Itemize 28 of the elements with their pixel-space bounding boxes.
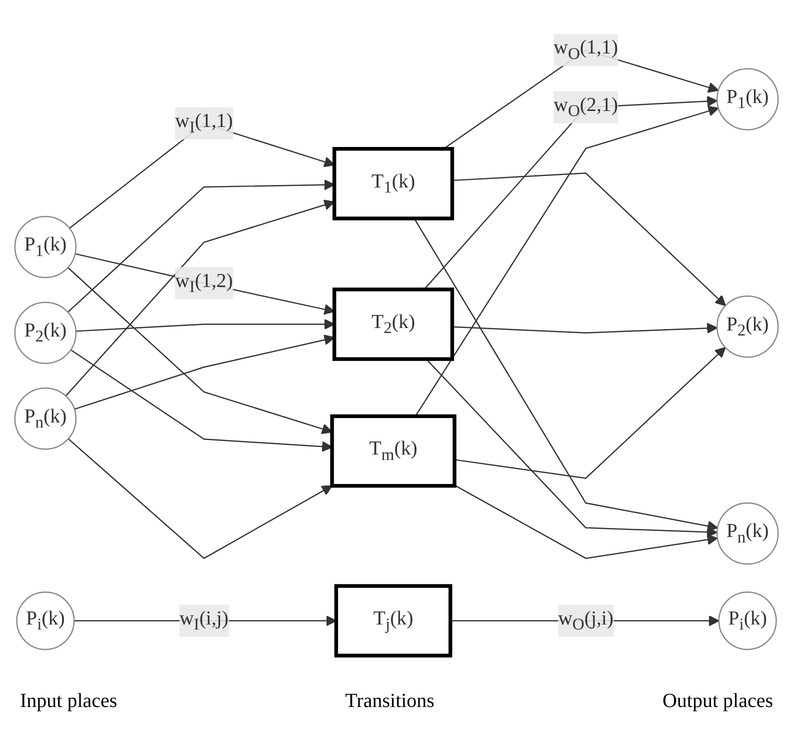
axis-caption: Input places (20, 690, 118, 713)
node-box: T$_{2}$(k) (332, 288, 454, 362)
axis-caption: Transitions (345, 690, 434, 713)
node-circle: P$_{i}$(k) (718, 592, 777, 650)
edge-label: w$_{I}$(1,2) (175, 270, 233, 296)
node-circle: P$_{i}$(k) (16, 592, 75, 650)
node-box: T$_{j}$(k) (334, 584, 452, 658)
node-circle: P$_{2}$(k) (716, 296, 779, 358)
axis-caption: Output places (662, 690, 773, 713)
arrow (414, 218, 718, 532)
edge-label: w$_{I}$(1,1) (175, 111, 233, 136)
edge-label: w$_{O}$(2,1) (554, 95, 618, 120)
edge-label: w$_{O}$(1,1) (554, 38, 618, 63)
node-box: T$_{1}$(k) (332, 147, 454, 221)
arrow (414, 106, 719, 417)
arrow (452, 322, 718, 334)
node-circle: P$_{1}$(k) (716, 68, 779, 131)
arrow (452, 172, 726, 306)
arrow (68, 438, 333, 560)
node-circle: P$_{2}$(k) (14, 302, 77, 364)
edge-label: w$_{O}$(j,i) (558, 608, 614, 634)
arrow (454, 484, 718, 560)
node-circle: P$_{1}$(k) (14, 216, 77, 278)
arrow (426, 358, 718, 538)
node-circle: P$_{n}$(k) (716, 502, 779, 565)
edge-label: w$_{I}$(i,j) (179, 608, 229, 634)
node-circle: P$_{n}$(k) (14, 388, 77, 450)
node-box: T$_{m}$(k) (330, 414, 456, 488)
